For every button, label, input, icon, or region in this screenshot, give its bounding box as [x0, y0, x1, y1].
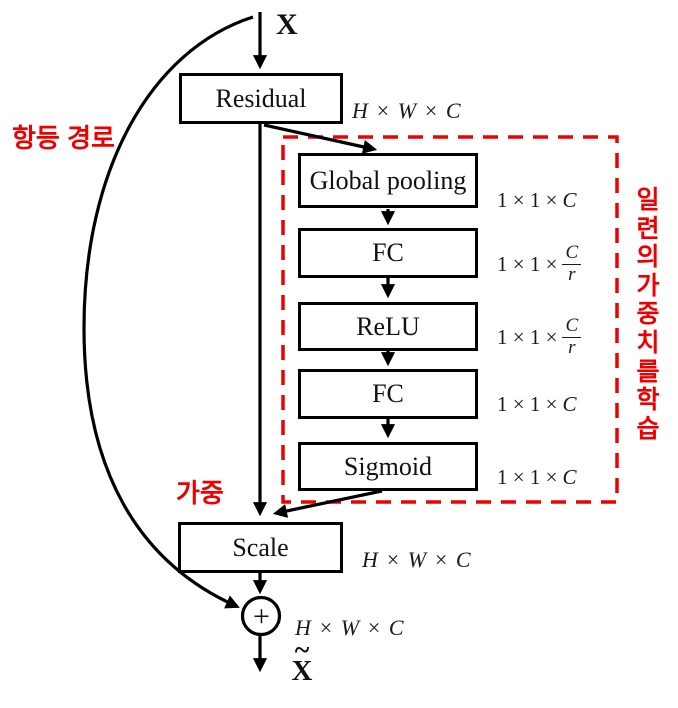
dim-variable: C	[562, 188, 577, 212]
dim-prefix: 1 × 1 ×	[497, 324, 558, 349]
sigmoid-box: Sigmoid	[298, 442, 478, 491]
weighting-annotation: 가중	[176, 478, 224, 508]
dim-prefix: 1 × 1 ×	[497, 251, 558, 276]
sum-plus-symbol: +	[253, 599, 270, 633]
relu-label: ReLU	[356, 311, 420, 341]
learn-weights-annotation: 일련의가중치를학습	[636, 186, 660, 443]
dim-prefix: 1 × 1 ×	[497, 465, 558, 489]
fc2-box: FC	[298, 369, 478, 419]
dim-prefix: 1 × 1 ×	[497, 392, 558, 416]
relu-box: ReLU	[298, 302, 478, 351]
scale-box: Scale	[178, 522, 343, 573]
residual-label: Residual	[215, 83, 307, 113]
fc1-label: FC	[372, 238, 404, 267]
dim-variable: C	[562, 392, 577, 416]
sigmoid-to-scale-arrow	[272, 489, 383, 518]
residual-to-pooling-arrow	[263, 123, 378, 154]
output-x-glyph: X	[291, 655, 313, 687]
sigmoid-dim-label: 1 × 1 ×C	[497, 465, 576, 490]
global-pooling-box: Global pooling	[298, 153, 478, 208]
sigmoid-label: Sigmoid	[343, 451, 433, 481]
residual-dim-label: H × W × C	[352, 98, 462, 123]
fraction-numerator: C	[562, 315, 582, 338]
fraction-denominator: r	[568, 263, 576, 285]
fraction-numerator: C	[562, 242, 582, 265]
fc2-dim-label: 1 × 1 ×C	[497, 392, 576, 417]
output-tensor-label: ~ X	[284, 637, 320, 687]
fc2-label: FC	[372, 379, 404, 408]
fc1-box: FC	[298, 228, 478, 278]
identity-path-annotation: 항등 경로	[12, 123, 115, 153]
fraction-denominator: r	[568, 336, 576, 358]
input-tensor-label: X	[276, 8, 298, 41]
dim-prefix: 1 × 1 ×	[497, 188, 558, 212]
dim-variable: C	[562, 465, 577, 489]
residual-box: Residual	[179, 73, 343, 124]
global-pooling-dim-label: 1 × 1 ×C	[497, 188, 576, 213]
scale-dim-label: H × W × C	[362, 547, 472, 572]
sum-dim-label: H × W × C	[295, 615, 405, 640]
scale-label: Scale	[232, 532, 289, 562]
global-pooling-label: Global pooling	[309, 165, 467, 195]
